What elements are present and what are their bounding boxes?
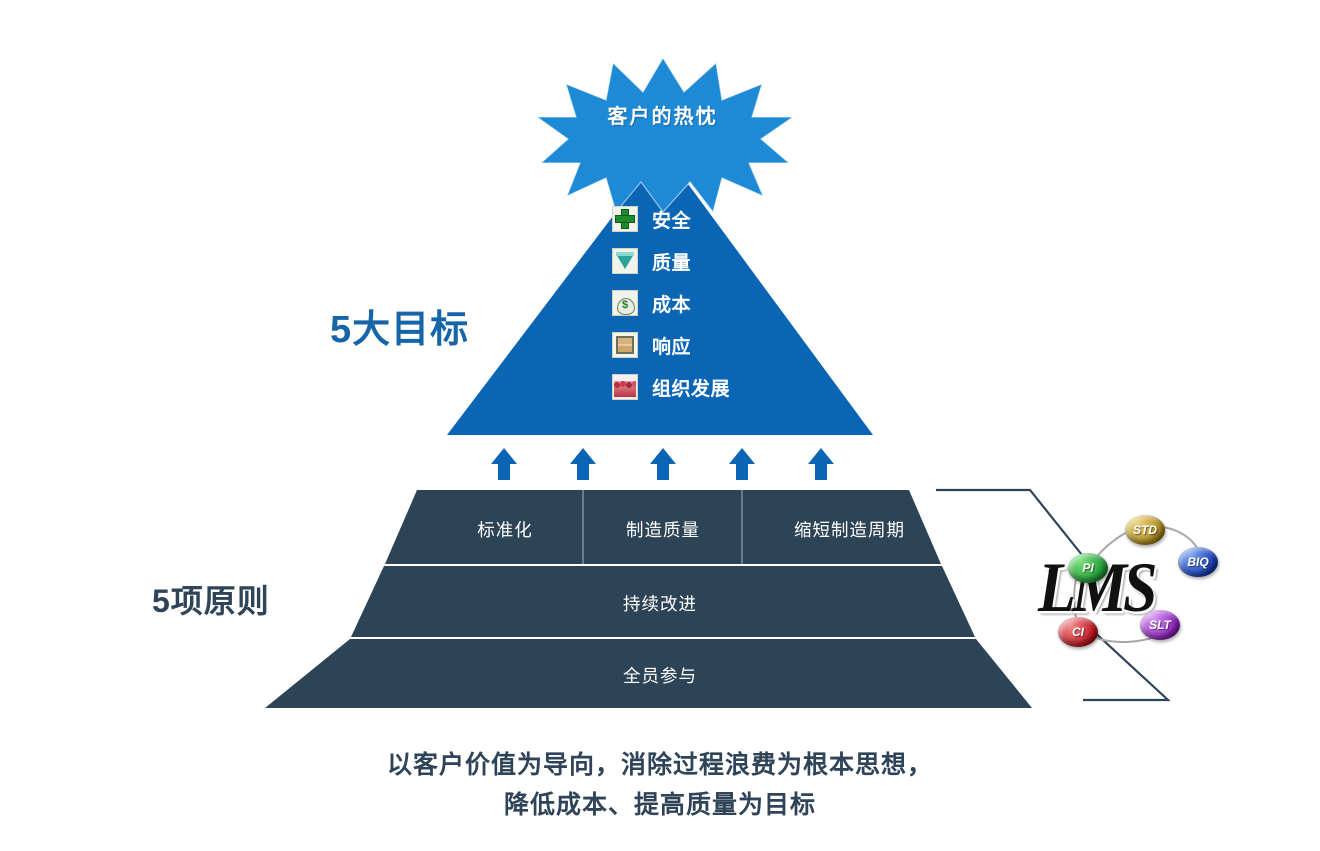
- logo-connector-lines: [936, 488, 1171, 702]
- arrow-up-3: [650, 448, 676, 480]
- principles-trapezoid: [265, 490, 1032, 708]
- lms-node-biq: BIQ: [1178, 547, 1218, 577]
- arrow-up-4: [729, 448, 755, 480]
- caption-block: 以客户价值为导向，消除过程浪费为根本思想， 降低成本、提高质量为目标: [0, 745, 1320, 825]
- connector-upper: [936, 488, 1091, 566]
- goal-label: 成本: [652, 294, 692, 316]
- goal-label: 质量: [652, 252, 692, 274]
- caption-line-1: 以客户价值为导向，消除过程浪费为根本思想，: [386, 751, 933, 779]
- goal-item-cost: 成本: [612, 282, 842, 324]
- green-cross-icon: [612, 206, 638, 232]
- goal-item-org-development: 组织发展: [612, 366, 842, 408]
- tier-cell-continuous-improvement: 持续改进: [623, 594, 697, 614]
- lms-node-slt: SLT: [1140, 610, 1180, 640]
- hourglass-icon: [612, 332, 638, 358]
- goal-item-quality: 质量: [612, 240, 842, 282]
- tier-cell-shorten-cycle: 缩短制造周期: [794, 520, 905, 540]
- caption-line-2: 降低成本、提高质量为目标: [503, 791, 816, 819]
- principles-heading: 5项原则: [152, 583, 270, 619]
- principles-tier-3: [265, 639, 1032, 708]
- goal-label: 组织发展: [652, 378, 731, 400]
- lms-logo: LMS PI STD BIQ SLT CI: [1030, 505, 1245, 655]
- goal-label: 响应: [652, 336, 692, 358]
- customer-passion-starburst: [535, 56, 795, 214]
- goals-triangle: [447, 150, 873, 435]
- connector-lower: [1083, 627, 1171, 702]
- tier-cell-full-participation: 全员参与: [623, 666, 697, 686]
- lms-node-std: STD: [1125, 515, 1165, 545]
- arrow-up-5: [808, 448, 834, 480]
- upward-arrows-group: [491, 448, 834, 480]
- goal-item-response: 响应: [612, 324, 842, 366]
- diamond-icon: [612, 248, 638, 274]
- customer-passion-label: 客户的热忱: [607, 106, 718, 128]
- people-crowd-icon: [612, 374, 638, 400]
- lms-node-pi: PI: [1068, 553, 1108, 583]
- arrow-up-1: [491, 448, 517, 480]
- tier-cell-standardization: 标准化: [477, 520, 533, 540]
- principles-tier-2: [351, 566, 975, 637]
- goals-heading: 5大目标: [330, 309, 470, 351]
- goal-item-safety: 安全: [612, 198, 842, 240]
- goal-label: 安全: [652, 210, 692, 232]
- principles-tier-1: [385, 490, 941, 564]
- lms-node-ci: CI: [1058, 617, 1098, 647]
- goals-list: 安全 质量 成本 响应 组织发展: [612, 198, 842, 408]
- tier-cell-manufacturing-quality: 制造质量: [626, 520, 700, 540]
- money-bag-icon: [612, 290, 638, 316]
- arrow-up-2: [570, 448, 596, 480]
